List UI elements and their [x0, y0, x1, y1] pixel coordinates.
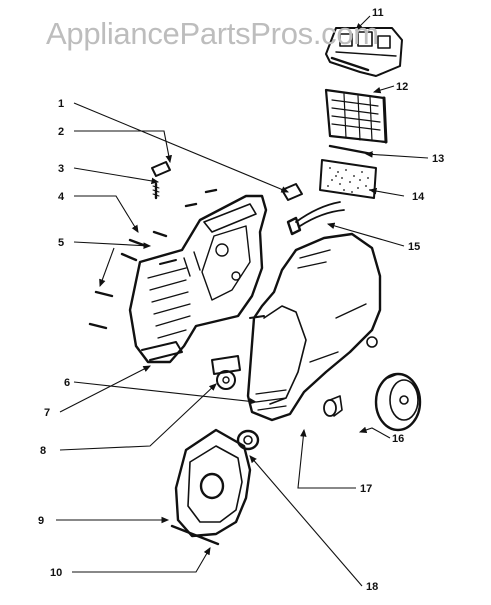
- part-14-filter-pad: [319, 159, 377, 199]
- callout-3: 3: [58, 163, 64, 175]
- part-13-strip: [328, 144, 374, 156]
- callout-6: 6: [64, 377, 70, 389]
- callout-4: 4: [58, 191, 65, 203]
- part-15-cord: [286, 201, 345, 236]
- right-housing-half: [246, 232, 382, 422]
- part-16-wheel: [374, 372, 422, 432]
- part-12-filter-grille: [324, 88, 388, 144]
- callout-18: 18: [366, 581, 378, 593]
- callout-5: 5: [58, 237, 64, 249]
- callout-16: 16: [392, 433, 404, 445]
- callout-17: 17: [360, 483, 372, 495]
- part-1-latch: [281, 183, 303, 201]
- part-3-spring: [152, 182, 160, 200]
- callout-15: 15: [408, 241, 420, 253]
- watermark: AppliancePartsPros.com: [46, 16, 379, 51]
- callout-13: 13: [432, 153, 444, 165]
- part-17-bushing: [323, 395, 343, 417]
- callout-10: 10: [50, 567, 62, 579]
- part-18-ring: [236, 429, 260, 451]
- part-11-top-cover: [325, 27, 403, 77]
- callout-1: 1: [58, 98, 64, 110]
- callout-2: 2: [58, 126, 64, 138]
- part-8-caster: [211, 355, 241, 390]
- leader-lines: [56, 15, 429, 587]
- callout-9: 9: [38, 515, 44, 527]
- part-10-rod: [170, 524, 220, 546]
- callout-11: 11: [372, 7, 384, 19]
- callout-7: 7: [44, 407, 50, 419]
- left-housing-half: [128, 194, 268, 364]
- callout-8: 8: [40, 445, 46, 457]
- callout-14: 14: [412, 191, 425, 203]
- callout-labels: 1 2 3 4 5 6 7 8 9 10 11 12 13 14 15 16 1…: [38, 7, 444, 593]
- part-9-front-cover: [174, 428, 252, 538]
- part-2-clip: [151, 161, 171, 177]
- callout-12: 12: [396, 81, 408, 93]
